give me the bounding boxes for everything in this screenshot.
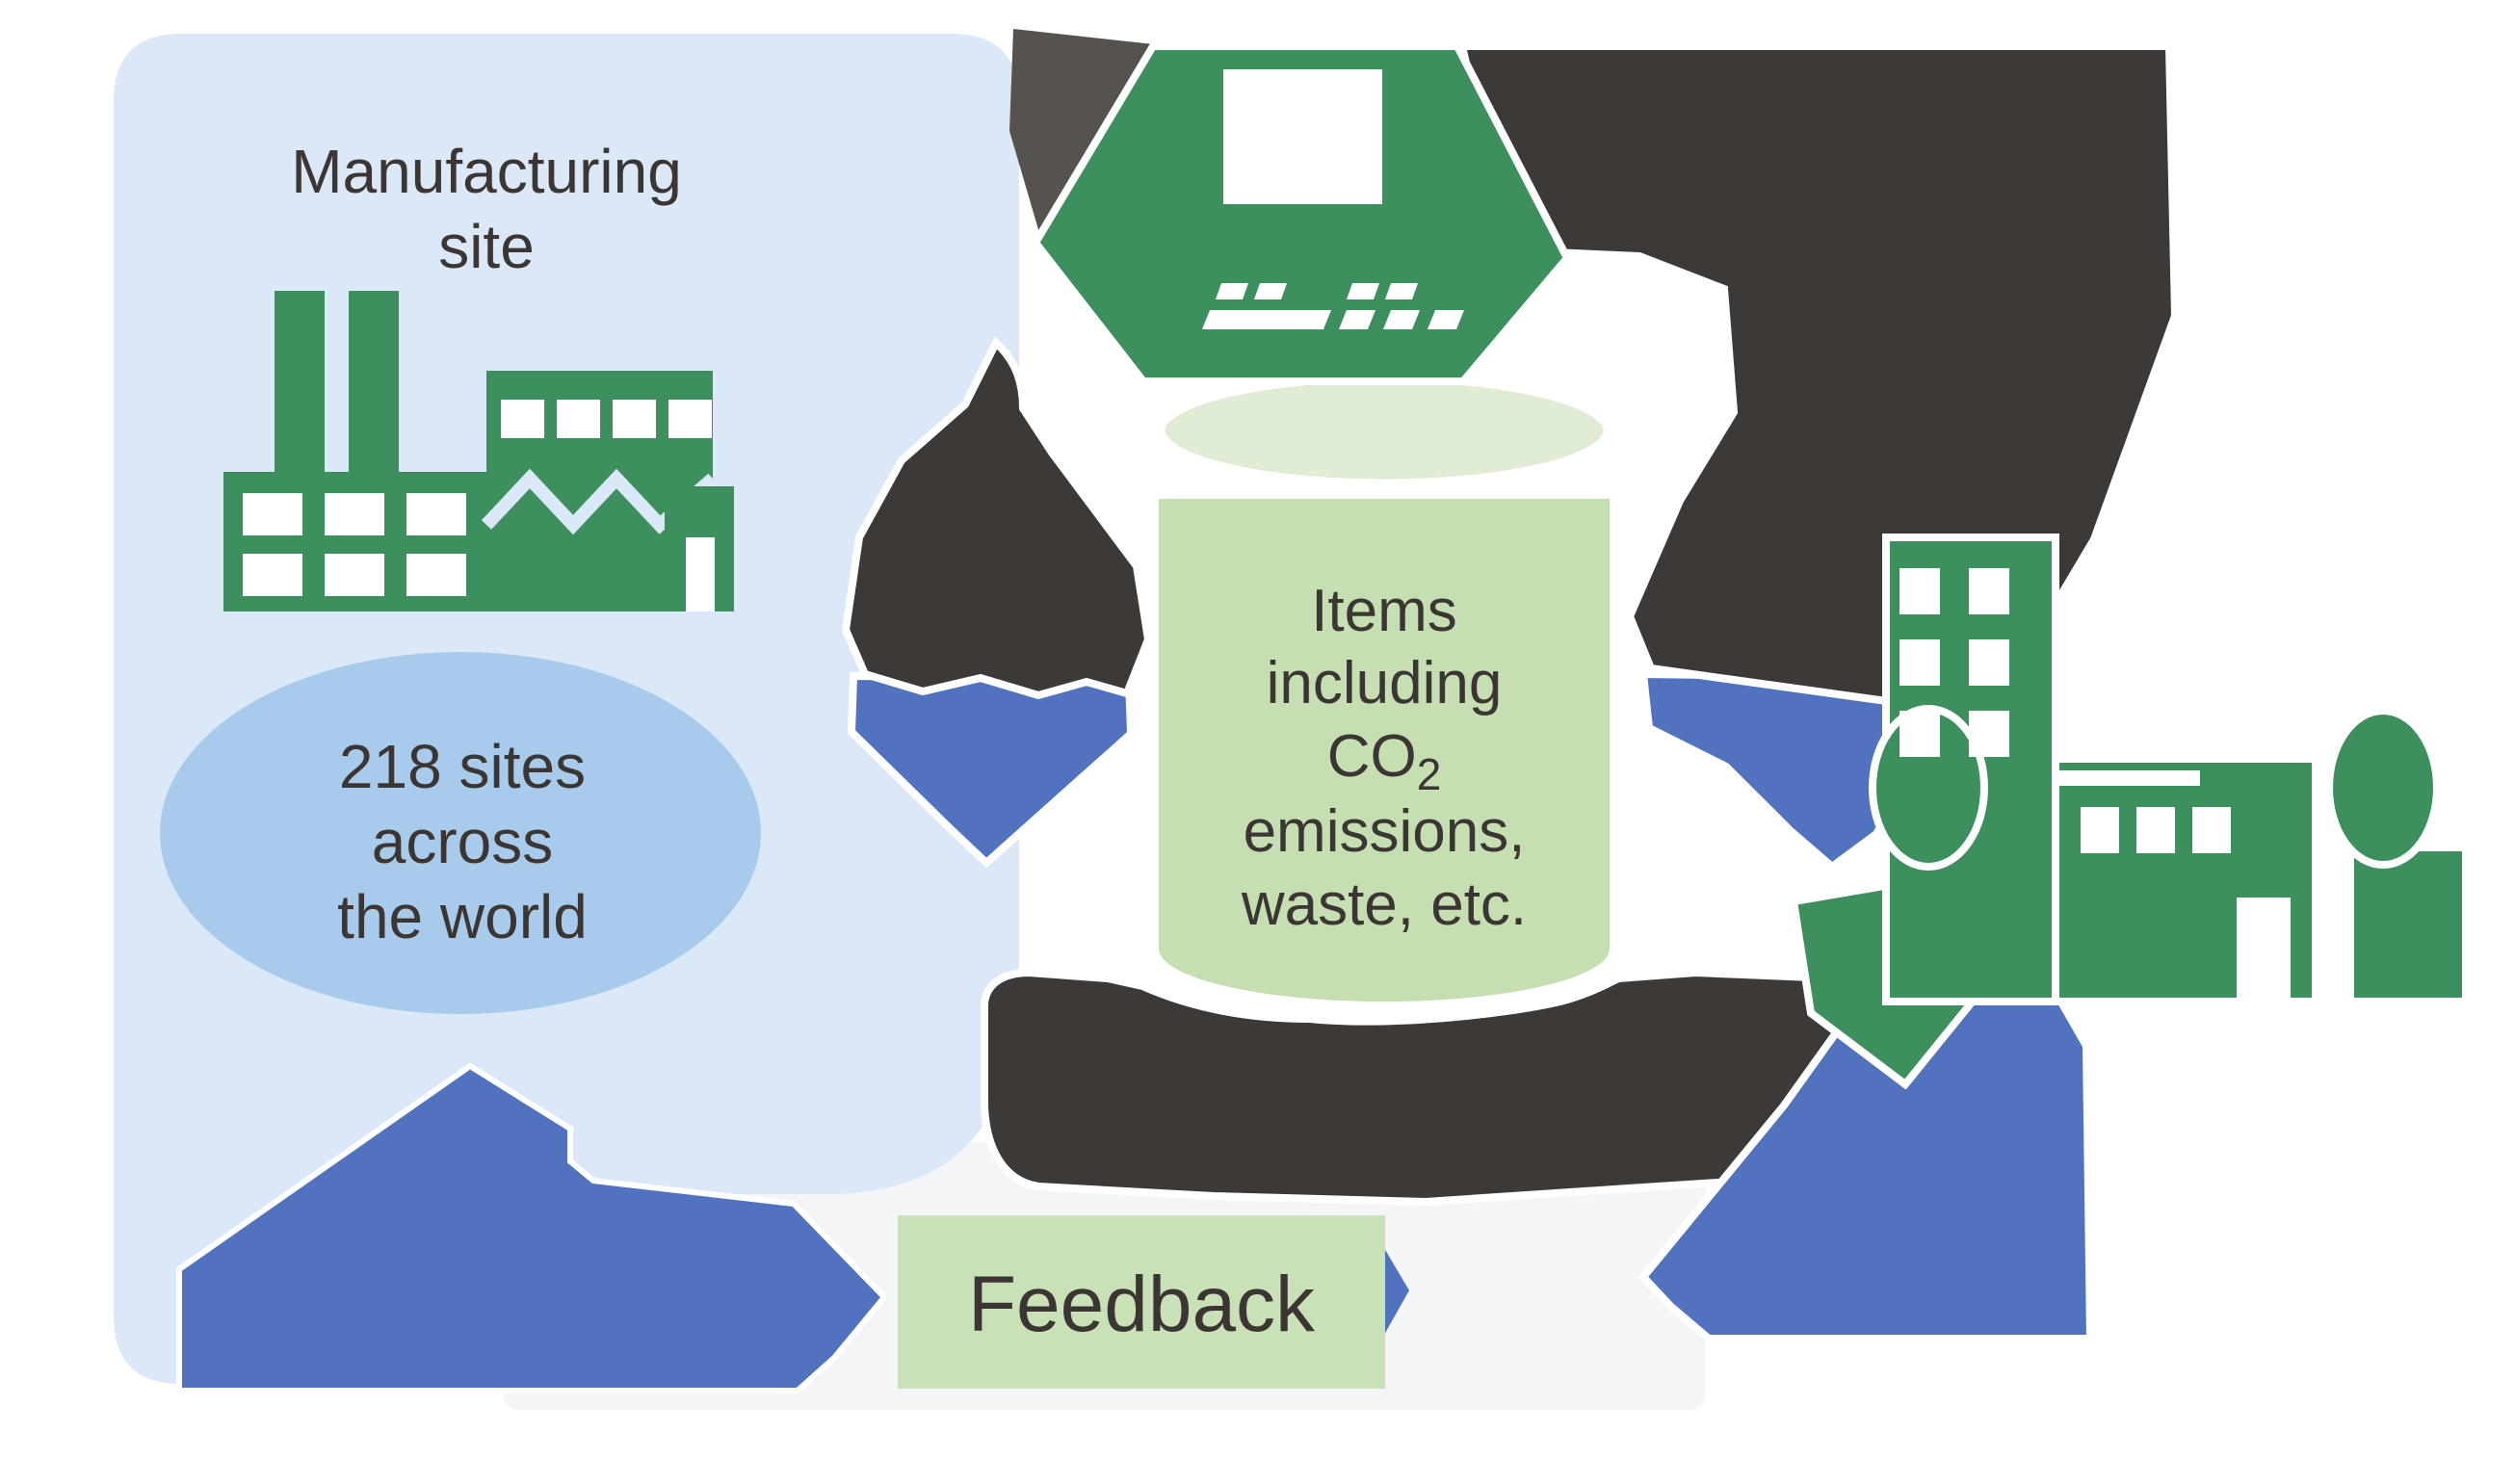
database-cylinder-icon xyxy=(1152,369,1616,1002)
manufacturing-title: Manufacturing site xyxy=(291,137,682,281)
sites-count-badge xyxy=(160,652,761,1014)
laptop-screen xyxy=(1223,69,1382,204)
db-line4: emissions, xyxy=(1244,798,1526,865)
building-windows xyxy=(1899,568,2291,1002)
db-line5: waste, etc. xyxy=(1241,872,1527,938)
db-line3: CO2 xyxy=(1327,723,1442,799)
database-label: Items including CO2 emissions, waste, et… xyxy=(1241,578,1527,938)
sites-count-line1: 218 sites xyxy=(339,732,586,801)
feedback-arrow-tip xyxy=(1384,1248,1409,1335)
db-line3-sub: 2 xyxy=(1417,749,1442,799)
feedback-return-arrow xyxy=(176,1062,889,1393)
manufacturing-title-line1: Manufacturing xyxy=(291,137,682,206)
tree-right-icon xyxy=(2325,707,2441,869)
db-line1: Items xyxy=(1311,578,1457,644)
sites-count-line3: the world xyxy=(337,882,588,951)
manufacturing-title-line2: site xyxy=(438,212,535,281)
sites-count-line2: across xyxy=(372,807,554,876)
db-line2: including xyxy=(1267,650,1503,716)
db-line3-main: CO xyxy=(1327,723,1417,790)
side-building-icon xyxy=(2346,844,2470,1005)
factory-icon xyxy=(223,291,734,612)
laptop-keyboard xyxy=(1202,283,1464,329)
feedback-bar xyxy=(898,1215,1385,1389)
sites-count-label: 218 sites across the world xyxy=(337,732,588,951)
feedback-label: Feedback xyxy=(968,1261,1316,1348)
ink-blob-bottom xyxy=(981,968,1866,1207)
laptop-icon xyxy=(1031,42,1572,385)
office-buildings-icon xyxy=(1789,534,2470,1090)
building-door xyxy=(2237,898,2291,1002)
ink-blob-left xyxy=(841,336,1153,700)
